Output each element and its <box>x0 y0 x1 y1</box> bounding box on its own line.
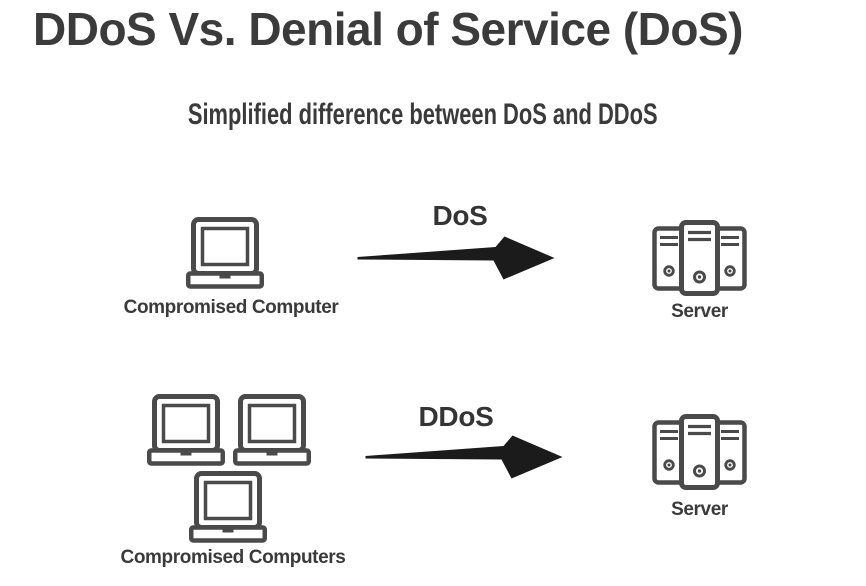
source-label-ddos: Compromised Computers <box>120 547 346 568</box>
source-label-dos: Compromised Computer <box>123 297 339 318</box>
arrow-right-icon <box>356 235 556 281</box>
attack-label-dos: DoS <box>432 200 488 231</box>
page-subtitle: Simplified difference between DoS and DD… <box>188 98 658 131</box>
laptop-icon <box>189 471 267 543</box>
target-label-ddos: Server <box>671 499 728 520</box>
server-icon <box>651 220 748 296</box>
subtitle-wrap: Simplified difference between DoS and DD… <box>0 98 846 132</box>
server-icon <box>651 414 748 490</box>
laptop-icon <box>186 217 264 289</box>
attack-label-ddos: DDoS <box>418 401 494 432</box>
page-title: DDoS Vs. Denial of Service (DoS) <box>33 3 743 55</box>
target-label-dos: Server <box>671 301 728 322</box>
laptop-icon <box>233 394 311 466</box>
laptop-icon <box>147 394 225 466</box>
arrow-right-icon <box>364 434 564 480</box>
